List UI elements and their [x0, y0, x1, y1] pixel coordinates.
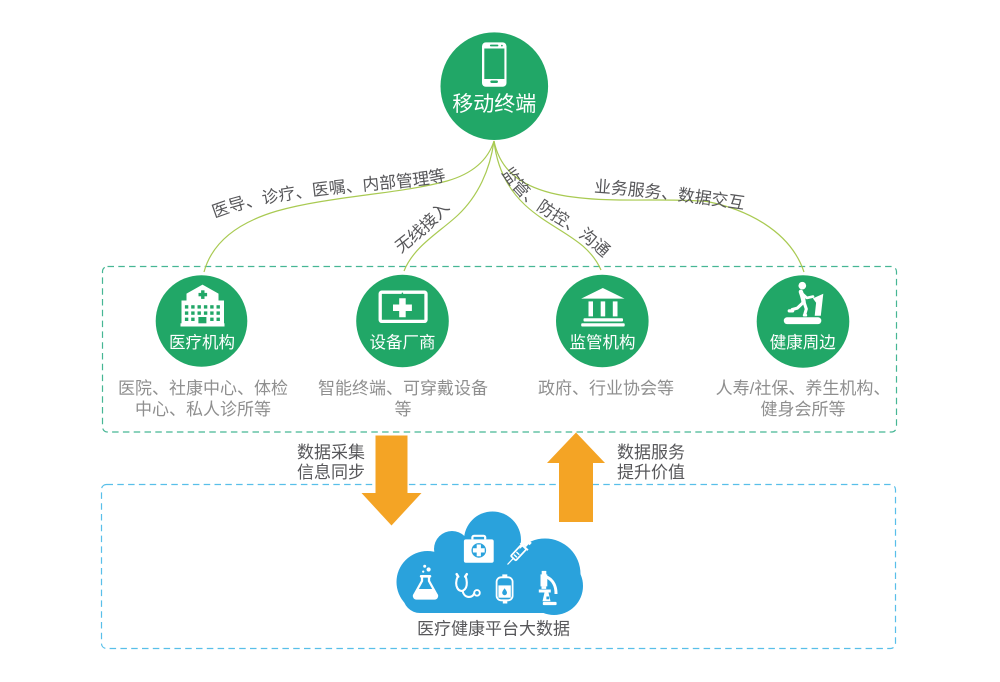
svg-text:医疗机构: 医疗机构 [169, 333, 235, 352]
svg-text:数据采集: 数据采集 [297, 443, 365, 462]
svg-text:数据服务: 数据服务 [617, 443, 685, 462]
svg-text:业务服务、数据交互: 业务服务、数据交互 [594, 177, 746, 213]
svg-text:中心、私人诊所等: 中心、私人诊所等 [135, 400, 271, 419]
svg-text:移动终端: 移动终端 [452, 93, 536, 116]
svg-text:医疗健康平台大数据: 医疗健康平台大数据 [417, 620, 570, 639]
svg-text:提升价值: 提升价值 [617, 463, 685, 482]
svg-text:人寿/社保、养生机构、: 人寿/社保、养生机构、 [716, 379, 891, 398]
svg-text:智能终端、可穿戴设备: 智能终端、可穿戴设备 [318, 379, 488, 398]
svg-text:健身会所等: 健身会所等 [761, 400, 846, 419]
svg-text:设备厂商: 设备厂商 [370, 333, 436, 352]
svg-text:医导、诊疗、医嘱、内部管理等: 医导、诊疗、医嘱、内部管理等 [210, 166, 448, 222]
svg-text:等: 等 [395, 400, 412, 419]
svg-text:信息同步: 信息同步 [297, 463, 365, 482]
svg-text:医院、社康中心、体检: 医院、社康中心、体检 [118, 379, 288, 398]
svg-text:监管机构: 监管机构 [570, 333, 636, 352]
svg-text:政府、行业协会等: 政府、行业协会等 [538, 379, 674, 398]
svg-text:健康周边: 健康周边 [770, 333, 837, 352]
